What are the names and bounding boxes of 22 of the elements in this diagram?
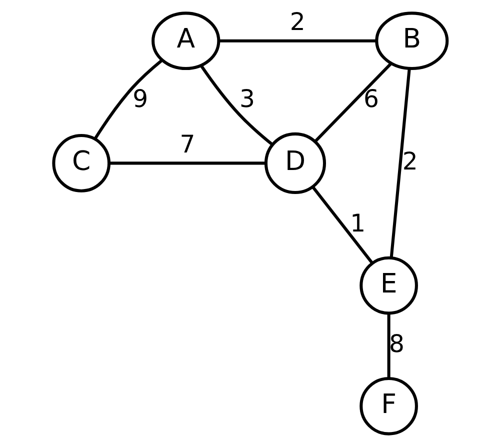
- node-circle: D: [264, 132, 326, 194]
- edge-label: 3: [239, 84, 254, 114]
- connector: [386, 314, 390, 379]
- connector: [108, 162, 266, 165]
- edge-label: 9: [132, 84, 148, 114]
- node-circle: C: [52, 134, 110, 192]
- connector: [314, 62, 392, 143]
- edge-label: 8: [388, 328, 404, 358]
- connector: [199, 64, 273, 146]
- connector: [93, 59, 162, 140]
- edge-label: 1: [350, 208, 366, 238]
- connector: [389, 68, 410, 258]
- node-circle: E: [359, 256, 418, 315]
- edge-label: 2: [289, 6, 305, 36]
- edge-label: 2: [402, 146, 418, 176]
- edge-label: 7: [179, 129, 195, 158]
- node-circle: F: [359, 376, 418, 436]
- edge-label: 6: [362, 84, 378, 114]
- node-ellipse: A: [151, 12, 220, 70]
- connector: [218, 39, 376, 42]
- connector: [311, 186, 373, 264]
- node-ellipse: B: [374, 12, 448, 70]
